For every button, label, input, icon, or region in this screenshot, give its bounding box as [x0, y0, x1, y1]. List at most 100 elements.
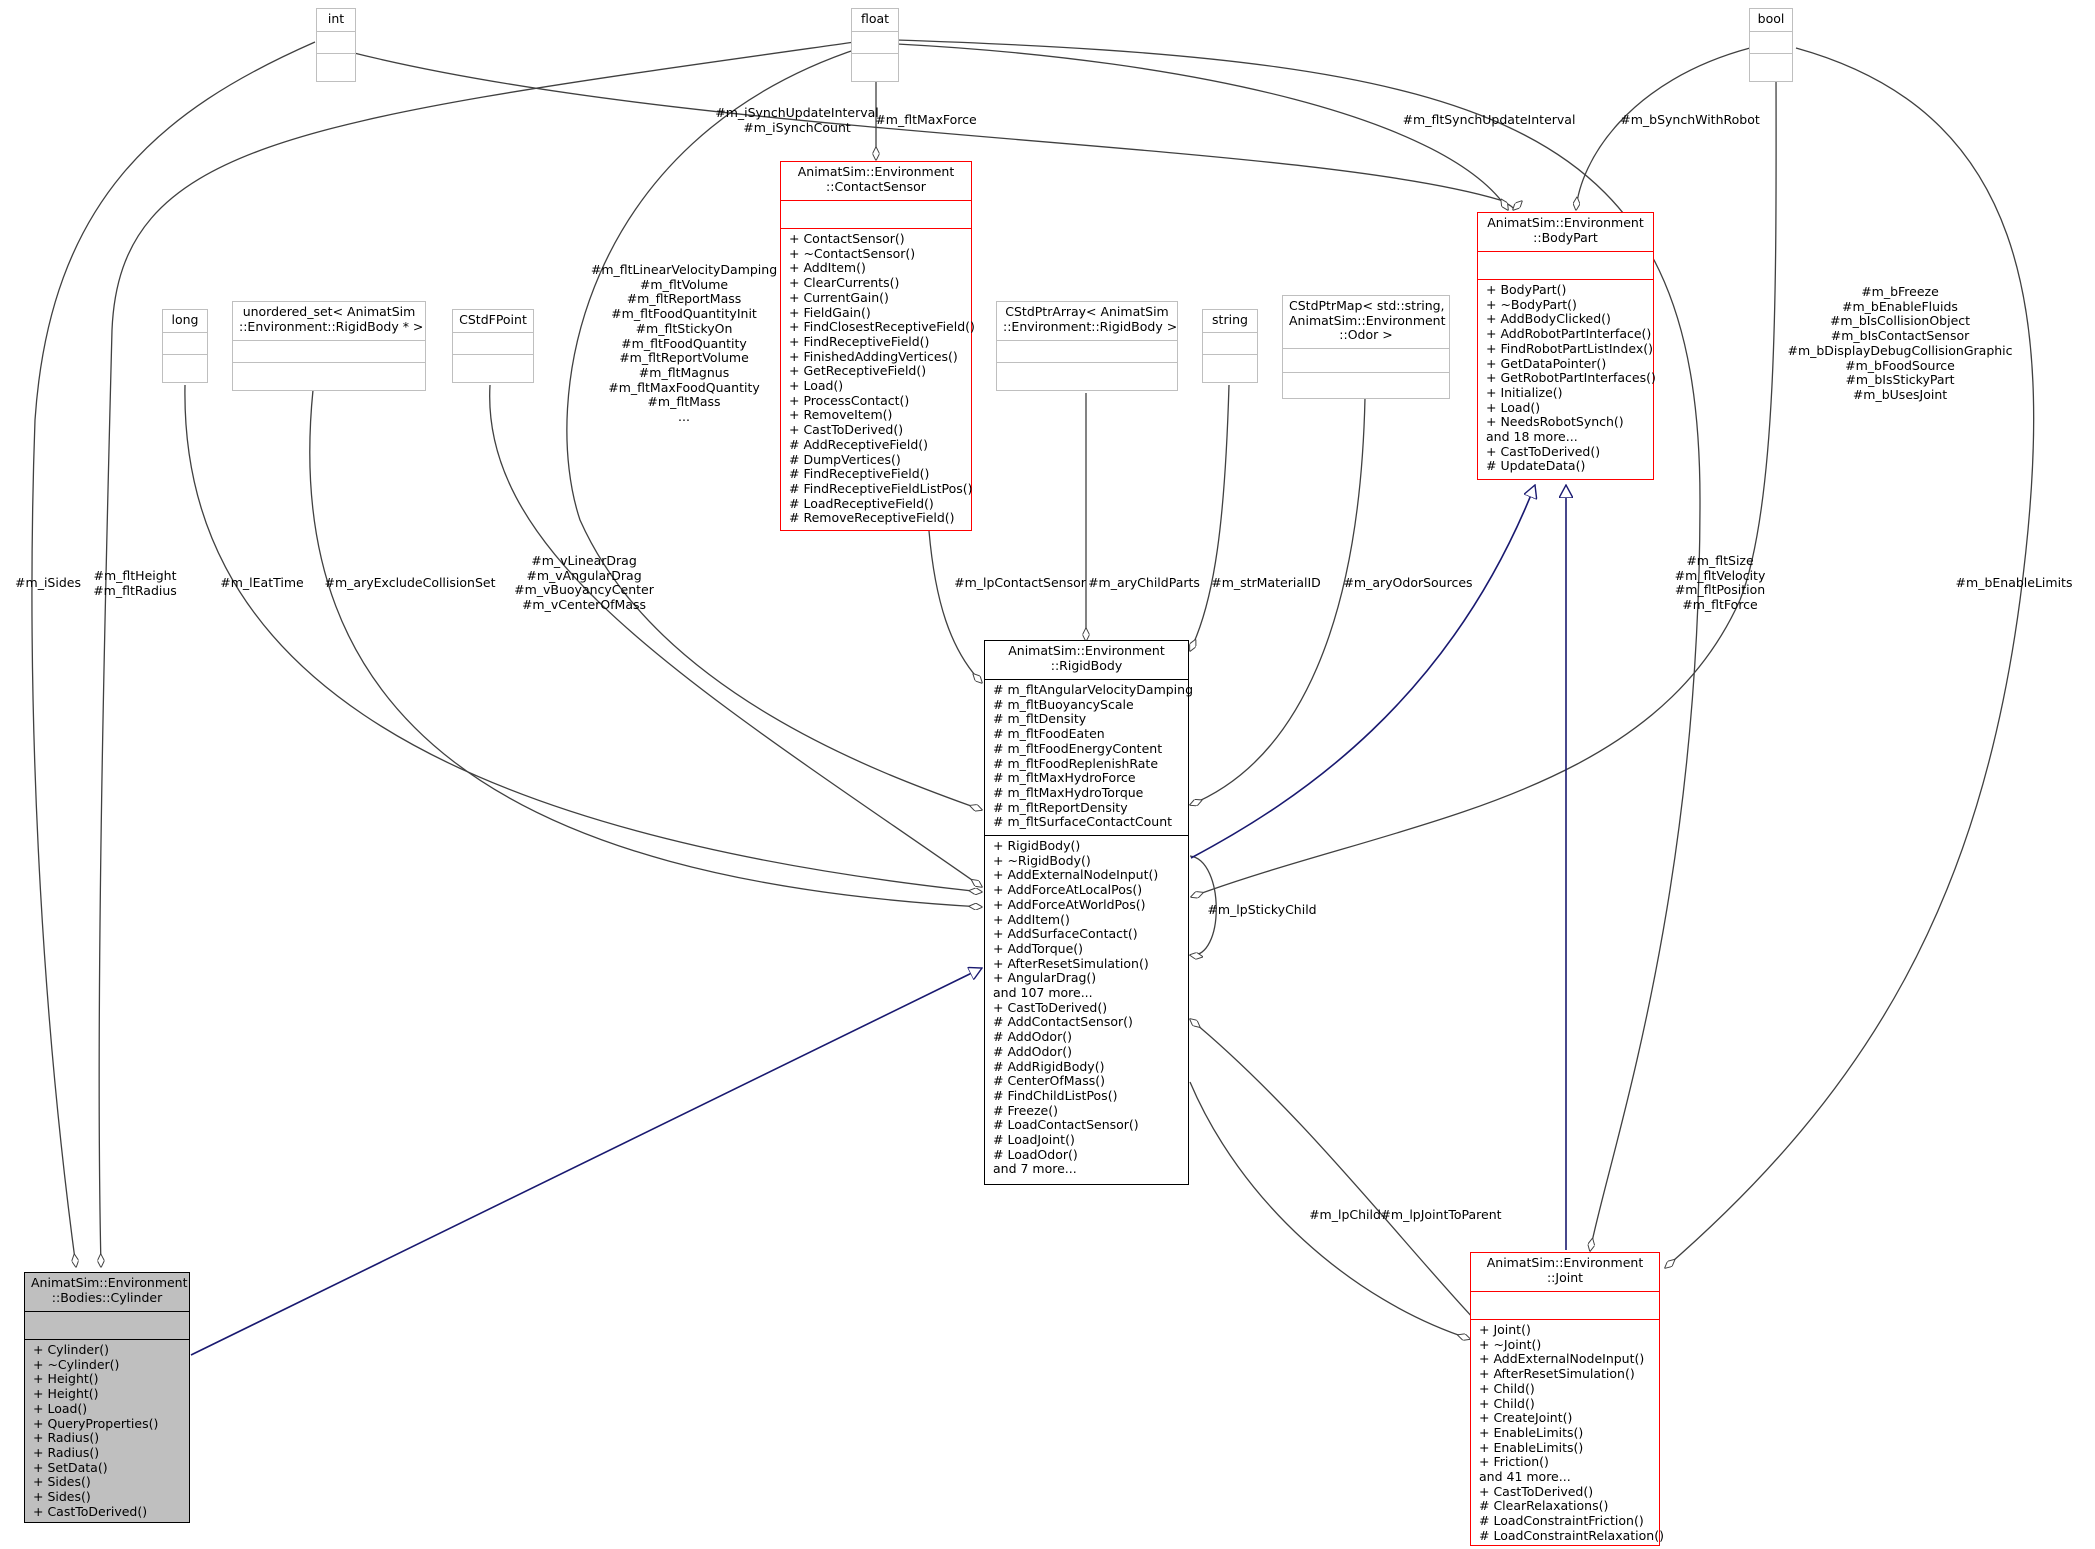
method-item[interactable]: + NeedsRobotSynch() — [1486, 414, 1624, 430]
attribute-item[interactable]: # m_fltMaxHydroForce — [993, 770, 1136, 786]
method-item[interactable]: + FindReceptiveField() — [789, 333, 930, 349]
method-item[interactable]: + Child() — [1479, 1395, 1535, 1411]
class-cstdfpoint[interactable]: CStdFPoint — [452, 309, 534, 383]
method-item[interactable]: + AddExternalNodeInput() — [1479, 1351, 1645, 1367]
method-item[interactable]: + CastToDerived() — [33, 1503, 148, 1519]
method-item[interactable]: + Load() — [789, 378, 844, 394]
method-item[interactable]: + ~Joint() — [1479, 1336, 1542, 1352]
method-item[interactable]: + AddForceAtWorldPos() — [993, 896, 1146, 912]
method-item[interactable]: # LoadReceptiveField() — [789, 495, 934, 511]
method-item[interactable]: + ClearCurrents() — [789, 275, 900, 291]
method-item[interactable]: + CastToDerived() — [1486, 443, 1601, 459]
method-item[interactable]: # ClearRelaxations() — [1479, 1498, 1609, 1514]
class-joint[interactable]: AnimatSim::Environment::Joint + Joint()+… — [1470, 1252, 1664, 1546]
method-item[interactable]: # FindReceptiveField() — [789, 466, 930, 482]
method-item[interactable]: # LoadConstraintRelaxation() — [1479, 1527, 1664, 1543]
method-item[interactable]: + AddBodyClicked() — [1486, 311, 1611, 327]
class-cstdptrarray[interactable]: CStdPtrArray< AnimatSim::Environment::Ri… — [996, 301, 1178, 391]
class-float[interactable]: float — [851, 8, 899, 82]
attribute-item[interactable]: # m_fltAngularVelocityDamping — [993, 682, 1194, 697]
method-item[interactable]: + CastToDerived() — [789, 422, 904, 438]
method-item[interactable]: + RigidBody() — [993, 838, 1081, 853]
method-item[interactable]: # AddOdor() — [993, 1029, 1072, 1045]
method-item[interactable]: + Height() — [33, 1371, 99, 1387]
class-cylinder[interactable]: AnimatSim::Environment::Bodies::Cylinder… — [24, 1272, 190, 1523]
method-item[interactable]: and 18 more... — [1486, 429, 1578, 445]
method-item[interactable]: + CurrentGain() — [789, 289, 889, 305]
class-int[interactable]: int — [316, 8, 356, 82]
class-rigid-body[interactable]: AnimatSim::Environment::RigidBody # m_fl… — [984, 640, 1194, 1185]
method-item[interactable]: + ~RigidBody() — [993, 852, 1091, 868]
method-item[interactable]: + Friction() — [1479, 1454, 1549, 1470]
method-item[interactable]: + Child() — [1479, 1380, 1535, 1396]
class-long[interactable]: long — [162, 309, 208, 383]
method-item[interactable]: + BodyPart() — [1486, 282, 1567, 297]
method-item[interactable]: # RemoveReceptiveField() — [789, 510, 955, 526]
method-item[interactable]: + FieldGain() — [789, 304, 871, 320]
method-item[interactable]: + AddItem() — [789, 260, 866, 276]
method-item[interactable]: + QueryProperties() — [33, 1415, 159, 1431]
method-item[interactable]: + AfterResetSimulation() — [1479, 1366, 1635, 1382]
attribute-item[interactable]: # m_fltReportDensity — [993, 799, 1128, 815]
method-item[interactable]: # UpdateData() — [1486, 458, 1586, 474]
method-item[interactable]: + Joint() — [1479, 1322, 1531, 1337]
method-item[interactable]: + AddForceAtLocalPos() — [993, 882, 1143, 898]
method-item[interactable]: + Load() — [33, 1400, 88, 1416]
method-item[interactable]: # Freeze() — [993, 1102, 1058, 1118]
attribute-item[interactable]: # m_fltFoodEaten — [993, 726, 1105, 742]
method-item[interactable]: + Initialize() — [1486, 384, 1563, 400]
method-item[interactable]: + EnableLimits() — [1479, 1424, 1584, 1440]
method-item[interactable]: + AddRobotPartInterface() — [1486, 326, 1652, 342]
method-item[interactable]: + RemoveItem() — [789, 407, 893, 423]
method-item[interactable]: and 107 more... — [993, 985, 1093, 1001]
attribute-item[interactable]: # m_fltBuoyancyScale — [993, 696, 1134, 712]
method-item[interactable]: + Sides() — [33, 1474, 91, 1490]
method-item[interactable]: + CreateJoint() — [1479, 1410, 1573, 1426]
method-item[interactable]: # AddReceptiveField() — [789, 436, 929, 452]
method-item[interactable]: + Sides() — [33, 1489, 91, 1505]
method-item[interactable]: # LoadJoint() — [993, 1132, 1075, 1148]
attribute-item[interactable]: # m_fltSurfaceContactCount — [993, 814, 1173, 830]
method-item[interactable]: + GetDataPointer() — [1486, 355, 1607, 371]
method-item[interactable]: + EnableLimits() — [1479, 1439, 1584, 1455]
method-item[interactable]: # FindChildListPos() — [993, 1087, 1118, 1103]
method-item[interactable]: + AddExternalNodeInput() — [993, 867, 1159, 883]
class-cstdptrmap[interactable]: CStdPtrMap< std::string,AnimatSim::Envir… — [1282, 295, 1450, 399]
method-item[interactable]: + AddItem() — [993, 911, 1070, 927]
method-item[interactable]: + ProcessContact() — [789, 392, 910, 408]
method-item[interactable]: # FindReceptiveFieldListPos() — [789, 480, 973, 496]
method-item[interactable]: + CastToDerived() — [993, 999, 1108, 1015]
method-item[interactable]: # CenterOfMass() — [993, 1073, 1105, 1089]
method-item[interactable]: # AddContactSensor() — [993, 1014, 1133, 1030]
method-item[interactable]: + AngularDrag() — [993, 970, 1097, 986]
method-item[interactable]: + Height() — [33, 1386, 99, 1402]
class-contact-sensor[interactable]: AnimatSim::Environment::ContactSensor + … — [780, 161, 975, 531]
method-item[interactable]: + FindClosestReceptiveField() — [789, 319, 975, 335]
method-item[interactable]: # DumpVertices() — [789, 451, 901, 467]
class-string[interactable]: string — [1202, 309, 1258, 383]
method-item[interactable]: + Cylinder() — [33, 1342, 109, 1357]
method-item[interactable]: + ~BodyPart() — [1486, 296, 1577, 312]
class-body-part[interactable]: AnimatSim::Environment::BodyPart + BodyP… — [1477, 212, 1656, 480]
attribute-item[interactable]: # m_fltFoodEnergyContent — [993, 740, 1163, 756]
method-item[interactable]: + SetData() — [33, 1459, 108, 1475]
method-item[interactable]: # AddOdor() — [993, 1043, 1072, 1059]
method-item[interactable]: + AddTorque() — [993, 940, 1084, 956]
method-item[interactable]: # LoadOdor() — [993, 1146, 1078, 1162]
method-item[interactable]: + CastToDerived() — [1479, 1483, 1594, 1499]
method-item[interactable]: + GetRobotPartInterfaces() — [1486, 370, 1656, 386]
method-item[interactable]: and 7 more... — [993, 1161, 1077, 1177]
method-item[interactable]: + ContactSensor() — [789, 231, 905, 246]
method-item[interactable]: # AddRigidBody() — [993, 1058, 1105, 1074]
method-item[interactable]: + FinishedAddingVertices() — [789, 348, 958, 364]
class-bool[interactable]: bool — [1749, 8, 1793, 82]
method-item[interactable]: # LoadContactSensor() — [993, 1117, 1139, 1133]
attribute-item[interactable]: # m_fltMaxHydroTorque — [993, 784, 1144, 800]
method-item[interactable]: + FindRobotPartListIndex() — [1486, 340, 1654, 356]
class-unordered-set[interactable]: unordered_set< AnimatSim::Environment::R… — [232, 301, 426, 391]
method-item[interactable]: and 41 more... — [1479, 1469, 1571, 1485]
method-item[interactable]: + Load() — [1486, 399, 1541, 415]
method-item[interactable]: # LoadConstraintFriction() — [1479, 1513, 1644, 1529]
method-item[interactable]: + ~ContactSensor() — [789, 245, 916, 261]
attribute-item[interactable]: # m_fltDensity — [993, 711, 1087, 727]
